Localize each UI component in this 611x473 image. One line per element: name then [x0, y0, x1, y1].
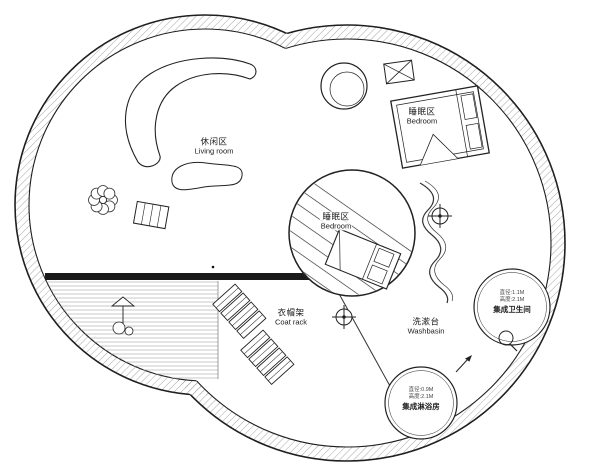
- plant-icon: [88, 185, 118, 215]
- center-bedroom: [288, 169, 416, 297]
- flow-arrow-icon: [455, 355, 472, 373]
- bed-top: [390, 85, 490, 169]
- right-inner-wall-line: [142, 38, 552, 448]
- interior-wall: [45, 273, 332, 280]
- blanket-fold: [419, 133, 459, 166]
- coat-rack-shelves-b: [240, 329, 295, 386]
- shower-unit-circle: [384, 366, 458, 440]
- right-outer-wall-line: [128, 24, 566, 462]
- round-table: [320, 62, 368, 110]
- crossed-box: [383, 59, 415, 85]
- fixture-icon: [498, 330, 518, 352]
- pillow: [460, 93, 478, 120]
- curved-bench: [125, 57, 257, 168]
- curtain-squiggle: [419, 180, 454, 304]
- bathroom-unit-circle: [473, 268, 551, 352]
- pillow: [366, 264, 388, 285]
- umbrella-figure-icon: [110, 296, 136, 336]
- side-table: [132, 200, 170, 230]
- coat-rack-shelves-a: [212, 283, 267, 340]
- bed-center: [324, 228, 402, 290]
- pillow: [373, 247, 395, 268]
- dot-mark: [211, 265, 215, 269]
- pillow: [465, 122, 483, 150]
- coffee-table: [171, 161, 243, 191]
